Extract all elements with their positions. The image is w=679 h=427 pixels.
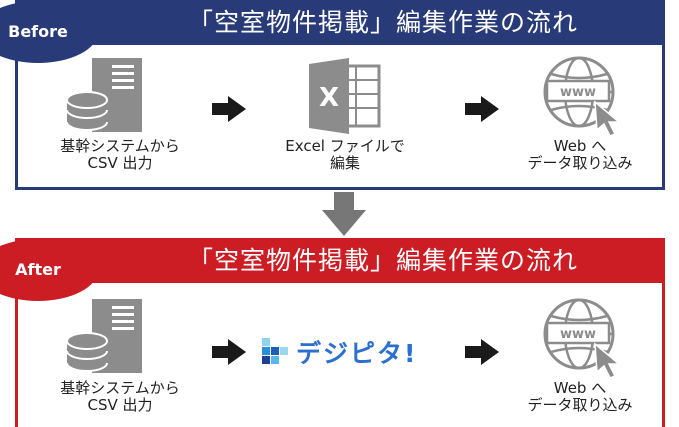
after-step3-line2: データ取り込み (527, 396, 633, 414)
before-step3-line2: データ取り込み (527, 154, 633, 172)
digipita-brand: デジピタ! (296, 339, 418, 368)
after-title: 「空室物件掲載」編集作業の流れ (188, 246, 579, 275)
before-step1-caption: 基幹システムから CSV 出力 (40, 138, 200, 172)
before-step2-caption: Excel ファイルで 編集 (270, 138, 420, 172)
after-tag: After (0, 239, 98, 301)
after-title-bar: 「空室物件掲載」編集作業の流れ (18, 238, 662, 283)
after-step3-caption: Web へ データ取り込み (500, 380, 660, 414)
before-title: 「空室物件掲載」編集作業の流れ (188, 8, 579, 37)
before-title-bar: 「空室物件掲載」編集作業の流れ (18, 0, 662, 45)
globe-www-icon: www (543, 298, 622, 378)
after-step1-line1: 基幹システムから (60, 379, 180, 397)
before-step1-line1: 基幹システムから (60, 137, 180, 155)
arrow-right-icon (212, 96, 246, 122)
server-icon (66, 58, 142, 132)
before-step2-line2: 編集 (329, 154, 360, 172)
excel-letter: X (319, 83, 339, 113)
before-step3-line1: Web へ (553, 137, 607, 155)
before-step1-line2: CSV 出力 (87, 154, 153, 172)
before-step2-line1: Excel ファイルで (285, 137, 405, 155)
arrow-right-icon (212, 339, 246, 365)
arrow-right-icon (465, 96, 499, 122)
globe-www-icon: www (543, 56, 622, 136)
excel-icon: X (309, 58, 381, 134)
before-tag: Before (0, 1, 98, 63)
arrow-down-icon (322, 192, 366, 236)
arrow-right-icon (465, 339, 499, 365)
www-label: www (560, 327, 596, 342)
after-step1-caption: 基幹システムから CSV 出力 (40, 380, 200, 414)
www-label: www (560, 85, 596, 100)
before-step3-caption: Web へ データ取り込み (500, 138, 660, 172)
digipita-logo-icon (262, 338, 288, 364)
after-step1-line2: CSV 出力 (87, 396, 153, 414)
after-step3-line1: Web へ (553, 379, 607, 397)
server-icon (66, 299, 142, 373)
